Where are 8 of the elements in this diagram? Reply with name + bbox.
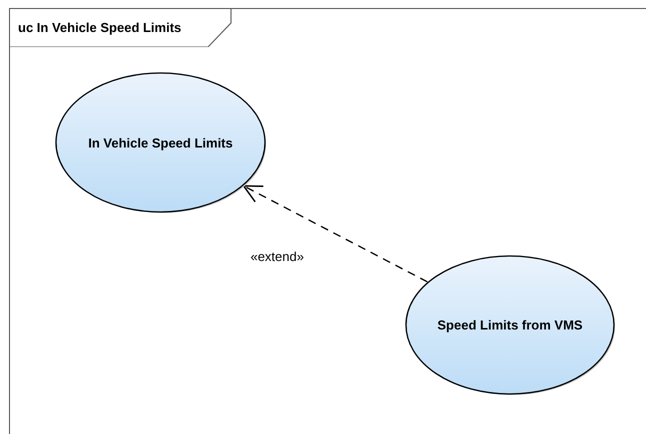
diagram-frame <box>9 8 646 434</box>
use-case-ellipse <box>405 255 615 395</box>
use-case-name: Speed Limits from VMS <box>436 318 584 332</box>
use-case-name: In Vehicle Speed Limits <box>87 135 234 150</box>
frame-heading: uc In Vehicle Speed Limits <box>18 20 182 35</box>
edge-label: «extend» <box>250 248 304 264</box>
use-case-ellipse <box>55 72 266 213</box>
extend-arrow <box>242 185 428 282</box>
